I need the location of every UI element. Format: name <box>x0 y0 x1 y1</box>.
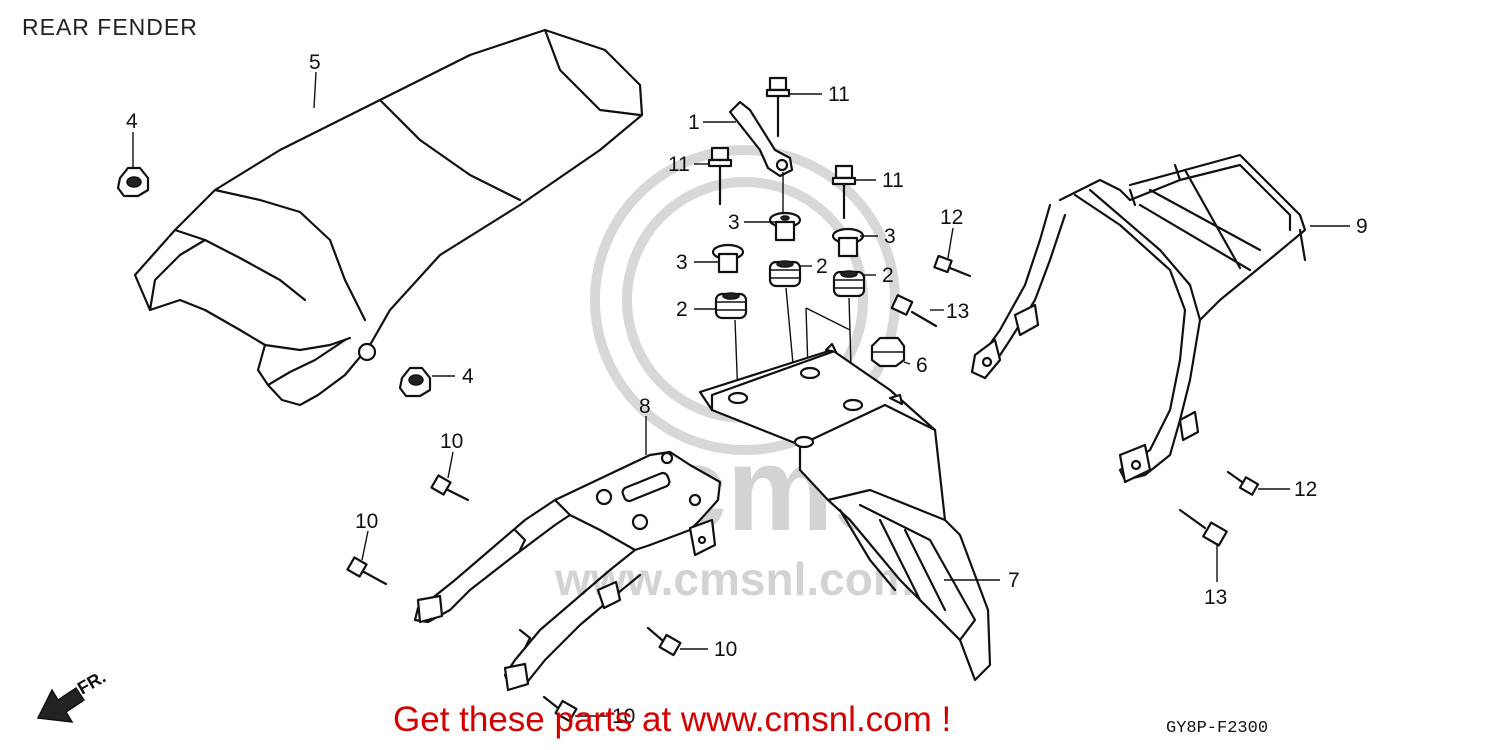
part-10-bolt-d <box>542 695 578 723</box>
callout-8: 8 <box>639 395 651 418</box>
callout-11-top: 11 <box>828 83 850 106</box>
callout-11-left: 11 <box>668 153 690 176</box>
callout-6: 6 <box>916 354 928 377</box>
part-12-bolt-lower <box>1226 470 1260 496</box>
callout-2-right: 2 <box>882 264 894 287</box>
callout-13-upper: 13 <box>946 300 969 323</box>
footer-link-text[interactable]: Get these parts at www.cmsnl.com ! <box>393 700 952 739</box>
part-10-bolt-a <box>430 474 470 502</box>
part-13-bolt-upper <box>890 294 938 328</box>
part-1-stay <box>728 100 794 178</box>
part-9-carrier <box>970 153 1307 484</box>
part-6-grommet <box>870 336 906 368</box>
callout-7: 7 <box>1008 569 1020 592</box>
front-direction-arrow: FR. <box>36 667 109 723</box>
part-3-collar-right <box>831 227 865 258</box>
leader-lines <box>132 71 1350 717</box>
part-5-seat-cowl <box>133 28 644 407</box>
callout-10-c: 10 <box>714 638 737 661</box>
part-12-bolt-upper <box>933 254 972 278</box>
callout-10-d: 10 <box>612 705 635 728</box>
part-11-bolt-right <box>831 164 857 220</box>
part-2-cushion-left <box>714 292 748 320</box>
part-2-cushion-right <box>832 270 866 298</box>
part-10-bolt-b <box>346 556 388 586</box>
callout-11-right: 11 <box>882 169 904 192</box>
callout-2-left: 2 <box>676 298 688 321</box>
callout-3-left: 3 <box>676 251 688 274</box>
part-3-collar-left <box>711 243 745 274</box>
callout-2-center: 2 <box>816 255 828 278</box>
drawing-code: GY8P-F2300 <box>1166 719 1269 738</box>
part-7-rear-fender <box>698 342 992 682</box>
callout-3-right: 3 <box>884 225 896 248</box>
part-10-bolt-c <box>646 626 682 657</box>
callout-9: 9 <box>1356 215 1368 238</box>
part-2-cushion-center <box>768 260 802 288</box>
part-13-bolt-lower <box>1178 508 1228 547</box>
callout-5: 5 <box>309 51 321 74</box>
callout-13-lower: 13 <box>1204 586 1227 609</box>
part-11-bolt-top <box>765 76 791 138</box>
page-title: REAR FENDER <box>22 14 198 40</box>
callout-12-upper: 12 <box>940 206 963 229</box>
part-11-bolt-left <box>707 146 733 206</box>
part-3-collar-center <box>768 211 802 242</box>
callout-10-b: 10 <box>355 510 378 533</box>
part-4-grommet-upper <box>116 166 150 198</box>
callout-4-upper: 4 <box>126 110 138 133</box>
callout-10-a: 10 <box>440 430 463 453</box>
callout-12-lower: 12 <box>1294 478 1317 501</box>
part-4-grommet-lower <box>398 366 432 398</box>
callout-1: 1 <box>688 111 700 134</box>
callout-3-center: 3 <box>728 211 740 234</box>
callout-numbers: 5 4 4 1 11 11 11 3 3 3 2 2 2 6 12 13 9 8… <box>126 51 1368 728</box>
callout-4-lower: 4 <box>462 365 474 388</box>
part-8-bracket <box>413 450 722 692</box>
